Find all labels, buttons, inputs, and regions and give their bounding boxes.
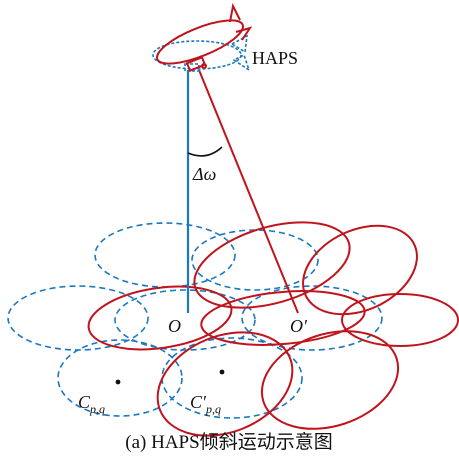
original-cell-bottom-left [57, 339, 183, 417]
haps-tilted-airship [156, 2, 253, 73]
original-cell-top [94, 222, 236, 288]
tilted-cell-right [341, 293, 459, 347]
origin-prime-label: O′ [290, 316, 308, 336]
angle-label: Δω [192, 164, 216, 184]
cell-center-prime-label: C′p,q [190, 392, 221, 416]
tilted-cell-left [87, 285, 233, 351]
original-cells [7, 222, 383, 419]
original-cell-bottom-center [161, 337, 303, 419]
original-cell-center [114, 289, 256, 351]
tilted-cell-top [193, 221, 351, 309]
tilted-cell-center [200, 290, 366, 346]
original-cell-top-right [191, 229, 319, 291]
haps-label: HAPS [252, 48, 298, 68]
original-cell-right [241, 285, 383, 351]
origin-label: O [168, 316, 181, 336]
tilted-cell-bottom-center [156, 331, 294, 437]
tilted-cells [87, 221, 459, 437]
cell-center-dot [115, 379, 121, 385]
tilted-beam-line [198, 69, 299, 314]
tilted-cell-top-right [302, 224, 418, 316]
angle-arc [187, 146, 223, 157]
tilted-cell-bottom-right [260, 330, 400, 430]
figure-caption: (a) HAPS倾斜运动示意图 [125, 431, 332, 453]
cell-center-label: Cp,q [78, 392, 105, 416]
cell-center-prime-dot [219, 369, 225, 375]
